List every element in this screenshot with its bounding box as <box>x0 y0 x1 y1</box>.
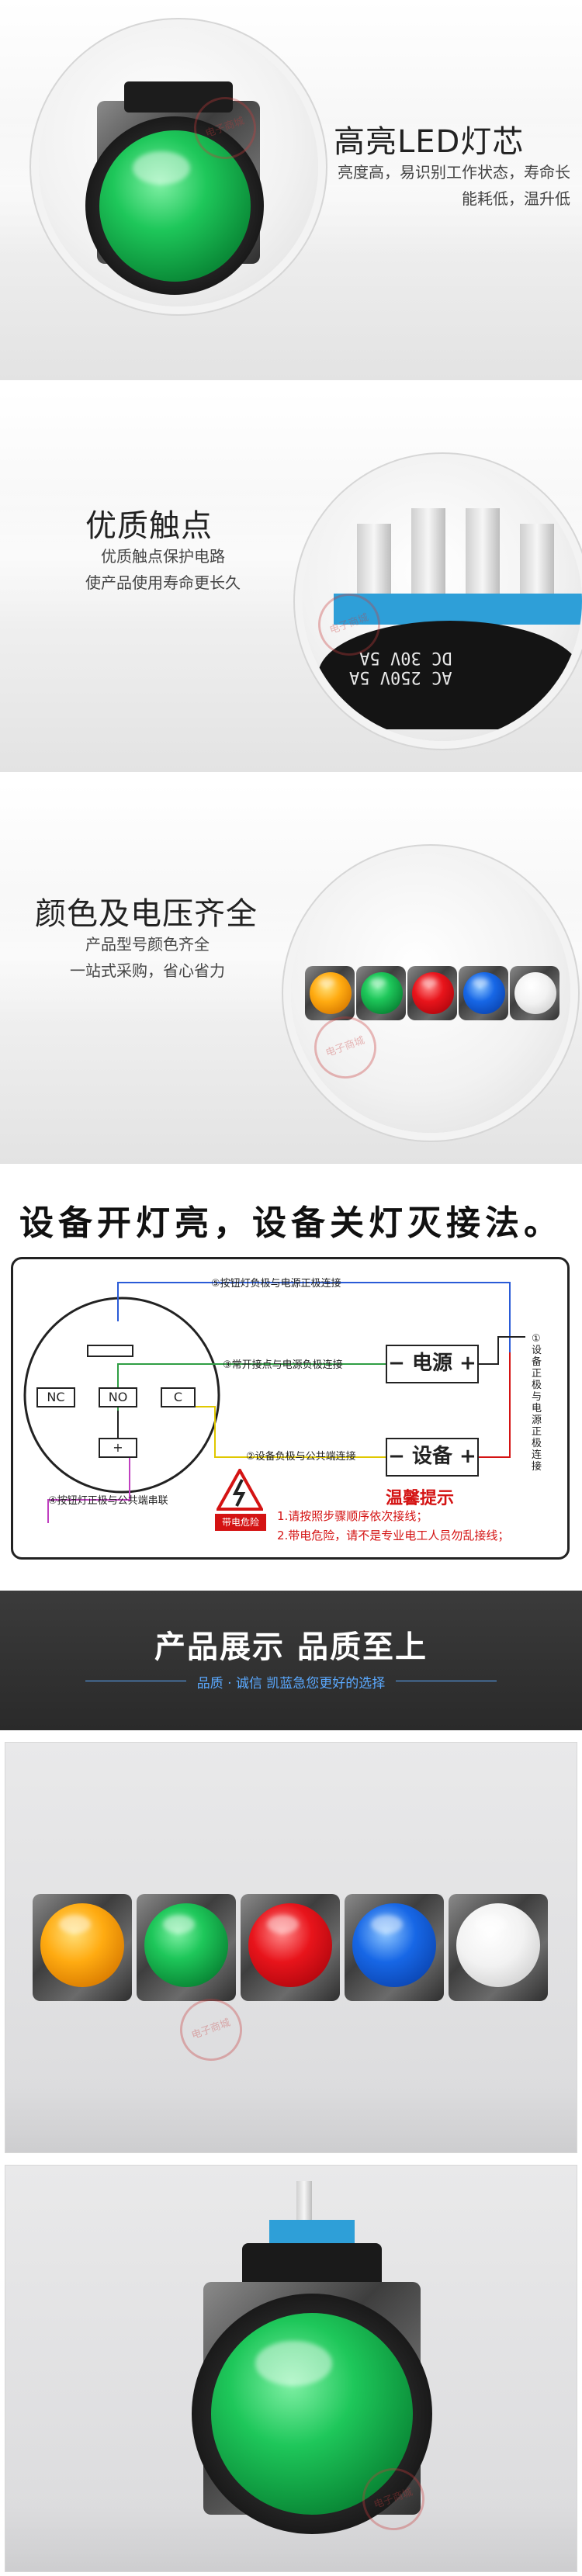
wiring-step-label: ⑤按钮灯负极与电源正极连接 <box>211 1278 341 1290</box>
power-box: − 电源 + <box>386 1345 479 1383</box>
terminal-rating-print: AC 250V 5A DC 30V 5A <box>349 648 452 687</box>
feature-desc-line: 一站式采购，省心省力 <box>70 961 225 980</box>
feature-desc: 产品型号颜色齐全 一站式采购，省心省力 <box>31 931 264 984</box>
product-photo-colors: 电子商城 <box>5 1742 577 2153</box>
terminal-rating-line: AC 250V 5A <box>349 667 452 687</box>
tip-line: 2.带电危险，请不是专业电工人员勿乱接线； <box>277 1529 510 1542</box>
feature-desc-line: 亮度高，易识别工作状态，寿命长 <box>338 163 570 182</box>
contacts-closeup-photo: AC 250V 5A DC 30V 5A 电子商城 <box>303 462 582 741</box>
color-row <box>305 958 561 1028</box>
banner-title: 产品展示 品质至上 <box>154 1629 428 1665</box>
device-box: − 设备 + <box>386 1438 479 1477</box>
product-photo-green: 电子商城 <box>5 2165 577 2572</box>
feature-desc-line: 优质触点保护电路 <box>101 547 225 566</box>
feature-desc: 优质触点保护电路 使产品使用寿命更长久 <box>62 543 264 596</box>
feature-desc-line: 能耗低，温升低 <box>462 189 570 208</box>
high-voltage-icon <box>217 1469 263 1511</box>
feature-contact-panel: 优质触点 优质触点保护电路 使产品使用寿命更长久 AC 250V 5A DC 3… <box>0 392 582 772</box>
led-closeup-photo: 电子商城 <box>39 27 318 306</box>
feature-desc-line: 使产品使用寿命更长久 <box>85 573 241 592</box>
feature-title: 优质触点 <box>85 508 213 544</box>
wiring-step-label: ④按钮灯正极与公共端串联 <box>48 1495 168 1507</box>
colors-closeup-photo: 电子商城 <box>291 853 570 1133</box>
wiring-title: 设备开灯亮，设备关灯灭接法。 <box>19 1203 563 1243</box>
terminal-no: NO <box>99 1387 137 1407</box>
terminal-minus <box>87 1345 133 1357</box>
showcase-banner: 产品展示 品质至上 品质 · 诚信 凯蓝急您更好的选择 <box>0 1591 582 1730</box>
feature-desc-line: 产品型号颜色齐全 <box>85 935 210 954</box>
wiring-step-1-vertical: ①设备正极与电源正极连接 <box>532 1333 542 1473</box>
product-row <box>33 1886 553 2010</box>
feature-title: 颜色及电压齐全 <box>35 896 258 932</box>
terminal-nc: NC <box>36 1387 75 1407</box>
device-label: 设备 <box>411 1445 452 1468</box>
wiring-step-label: ③常开接点与电源负极连接 <box>223 1359 343 1371</box>
tip-title: 温馨提示 <box>386 1489 455 1508</box>
terminal-c: C <box>161 1387 196 1407</box>
power-label: 电源 <box>411 1352 452 1375</box>
feature-colors-panel: 颜色及电压齐全 产品型号颜色齐全 一站式采购，省心省力 电子商城 <box>0 784 582 1164</box>
feature-title: 高亮LED灯芯 <box>334 124 525 160</box>
wiring-step-label: ②设备负极与公共端连接 <box>246 1451 356 1463</box>
terminal-plus: + <box>99 1438 137 1458</box>
wiring-diagram: NC NO C + − 电源 + − 设备 + ⑤按钮灯负极与电源正极连接 ③常… <box>11 1257 570 1560</box>
feature-desc: 亮度高，易识别工作状态，寿命长 能耗低，温升低 <box>314 159 570 212</box>
tip-line: 1.请按照步骤顺序依次接线； <box>277 1509 428 1523</box>
banner-subtitle: 品质 · 诚信 凯蓝急您更好的选择 <box>196 1676 386 1691</box>
feature-led-panel: 电子商城 高亮LED灯芯 亮度高，易识别工作状态，寿命长 能耗低，温升低 <box>0 0 582 380</box>
warning-badge: 带电危险 <box>215 1514 266 1531</box>
